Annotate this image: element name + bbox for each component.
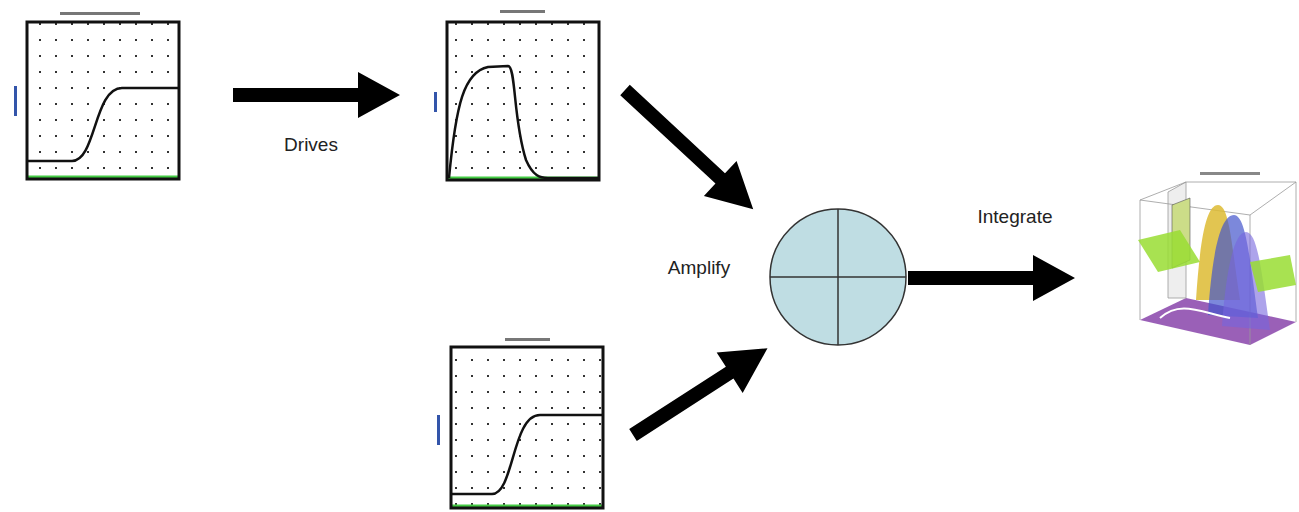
plot-title-mark xyxy=(1200,172,1260,175)
arrow-shape xyxy=(609,72,770,226)
arrow xyxy=(609,72,770,226)
box-edge xyxy=(1296,182,1297,322)
plot-frame xyxy=(27,22,179,179)
box-edge xyxy=(1140,200,1250,215)
plot-ground xyxy=(451,347,603,508)
plot-grid xyxy=(451,347,603,508)
plot-ground xyxy=(27,22,179,179)
box-edge xyxy=(1250,182,1296,215)
plot-title-mark xyxy=(500,10,545,13)
arrow-shape xyxy=(620,328,780,455)
slice-plane xyxy=(1138,230,1200,272)
plot-title-mark xyxy=(505,338,550,341)
surface-plot-3d xyxy=(1138,172,1296,345)
sigmoid-plot xyxy=(437,338,603,508)
arrow xyxy=(620,328,780,455)
arrow xyxy=(908,255,1075,301)
arrow-label: Drives xyxy=(284,134,338,157)
junction-cross xyxy=(837,209,839,345)
box-edge xyxy=(1140,200,1141,320)
plot-curve xyxy=(27,88,179,161)
plot-frame xyxy=(451,347,603,508)
box-edge xyxy=(1140,182,1186,200)
plot-frame xyxy=(447,22,599,180)
sigmoid-plot xyxy=(14,12,179,179)
plot-title-mark xyxy=(60,12,140,15)
arrow-shape xyxy=(233,72,400,118)
plot-curve xyxy=(449,66,599,178)
arrow xyxy=(233,72,400,118)
arrow-shape xyxy=(908,255,1075,301)
arrow-label: Amplify xyxy=(668,257,730,280)
junction-circle xyxy=(770,209,906,345)
box-edge xyxy=(1186,182,1296,183)
plot-curve xyxy=(451,415,603,494)
axis-label-mark xyxy=(434,92,437,112)
plot-grid xyxy=(27,22,179,179)
axis-label-mark xyxy=(437,415,440,445)
summing-junction xyxy=(770,209,906,345)
contour-line xyxy=(1160,308,1230,318)
slice-plane xyxy=(1250,255,1296,292)
pulse-plot xyxy=(434,10,599,180)
axis-label-mark xyxy=(14,86,17,116)
plot-ground xyxy=(447,22,599,180)
plot-grid xyxy=(447,22,599,180)
arrow-label: Integrate xyxy=(978,206,1053,229)
